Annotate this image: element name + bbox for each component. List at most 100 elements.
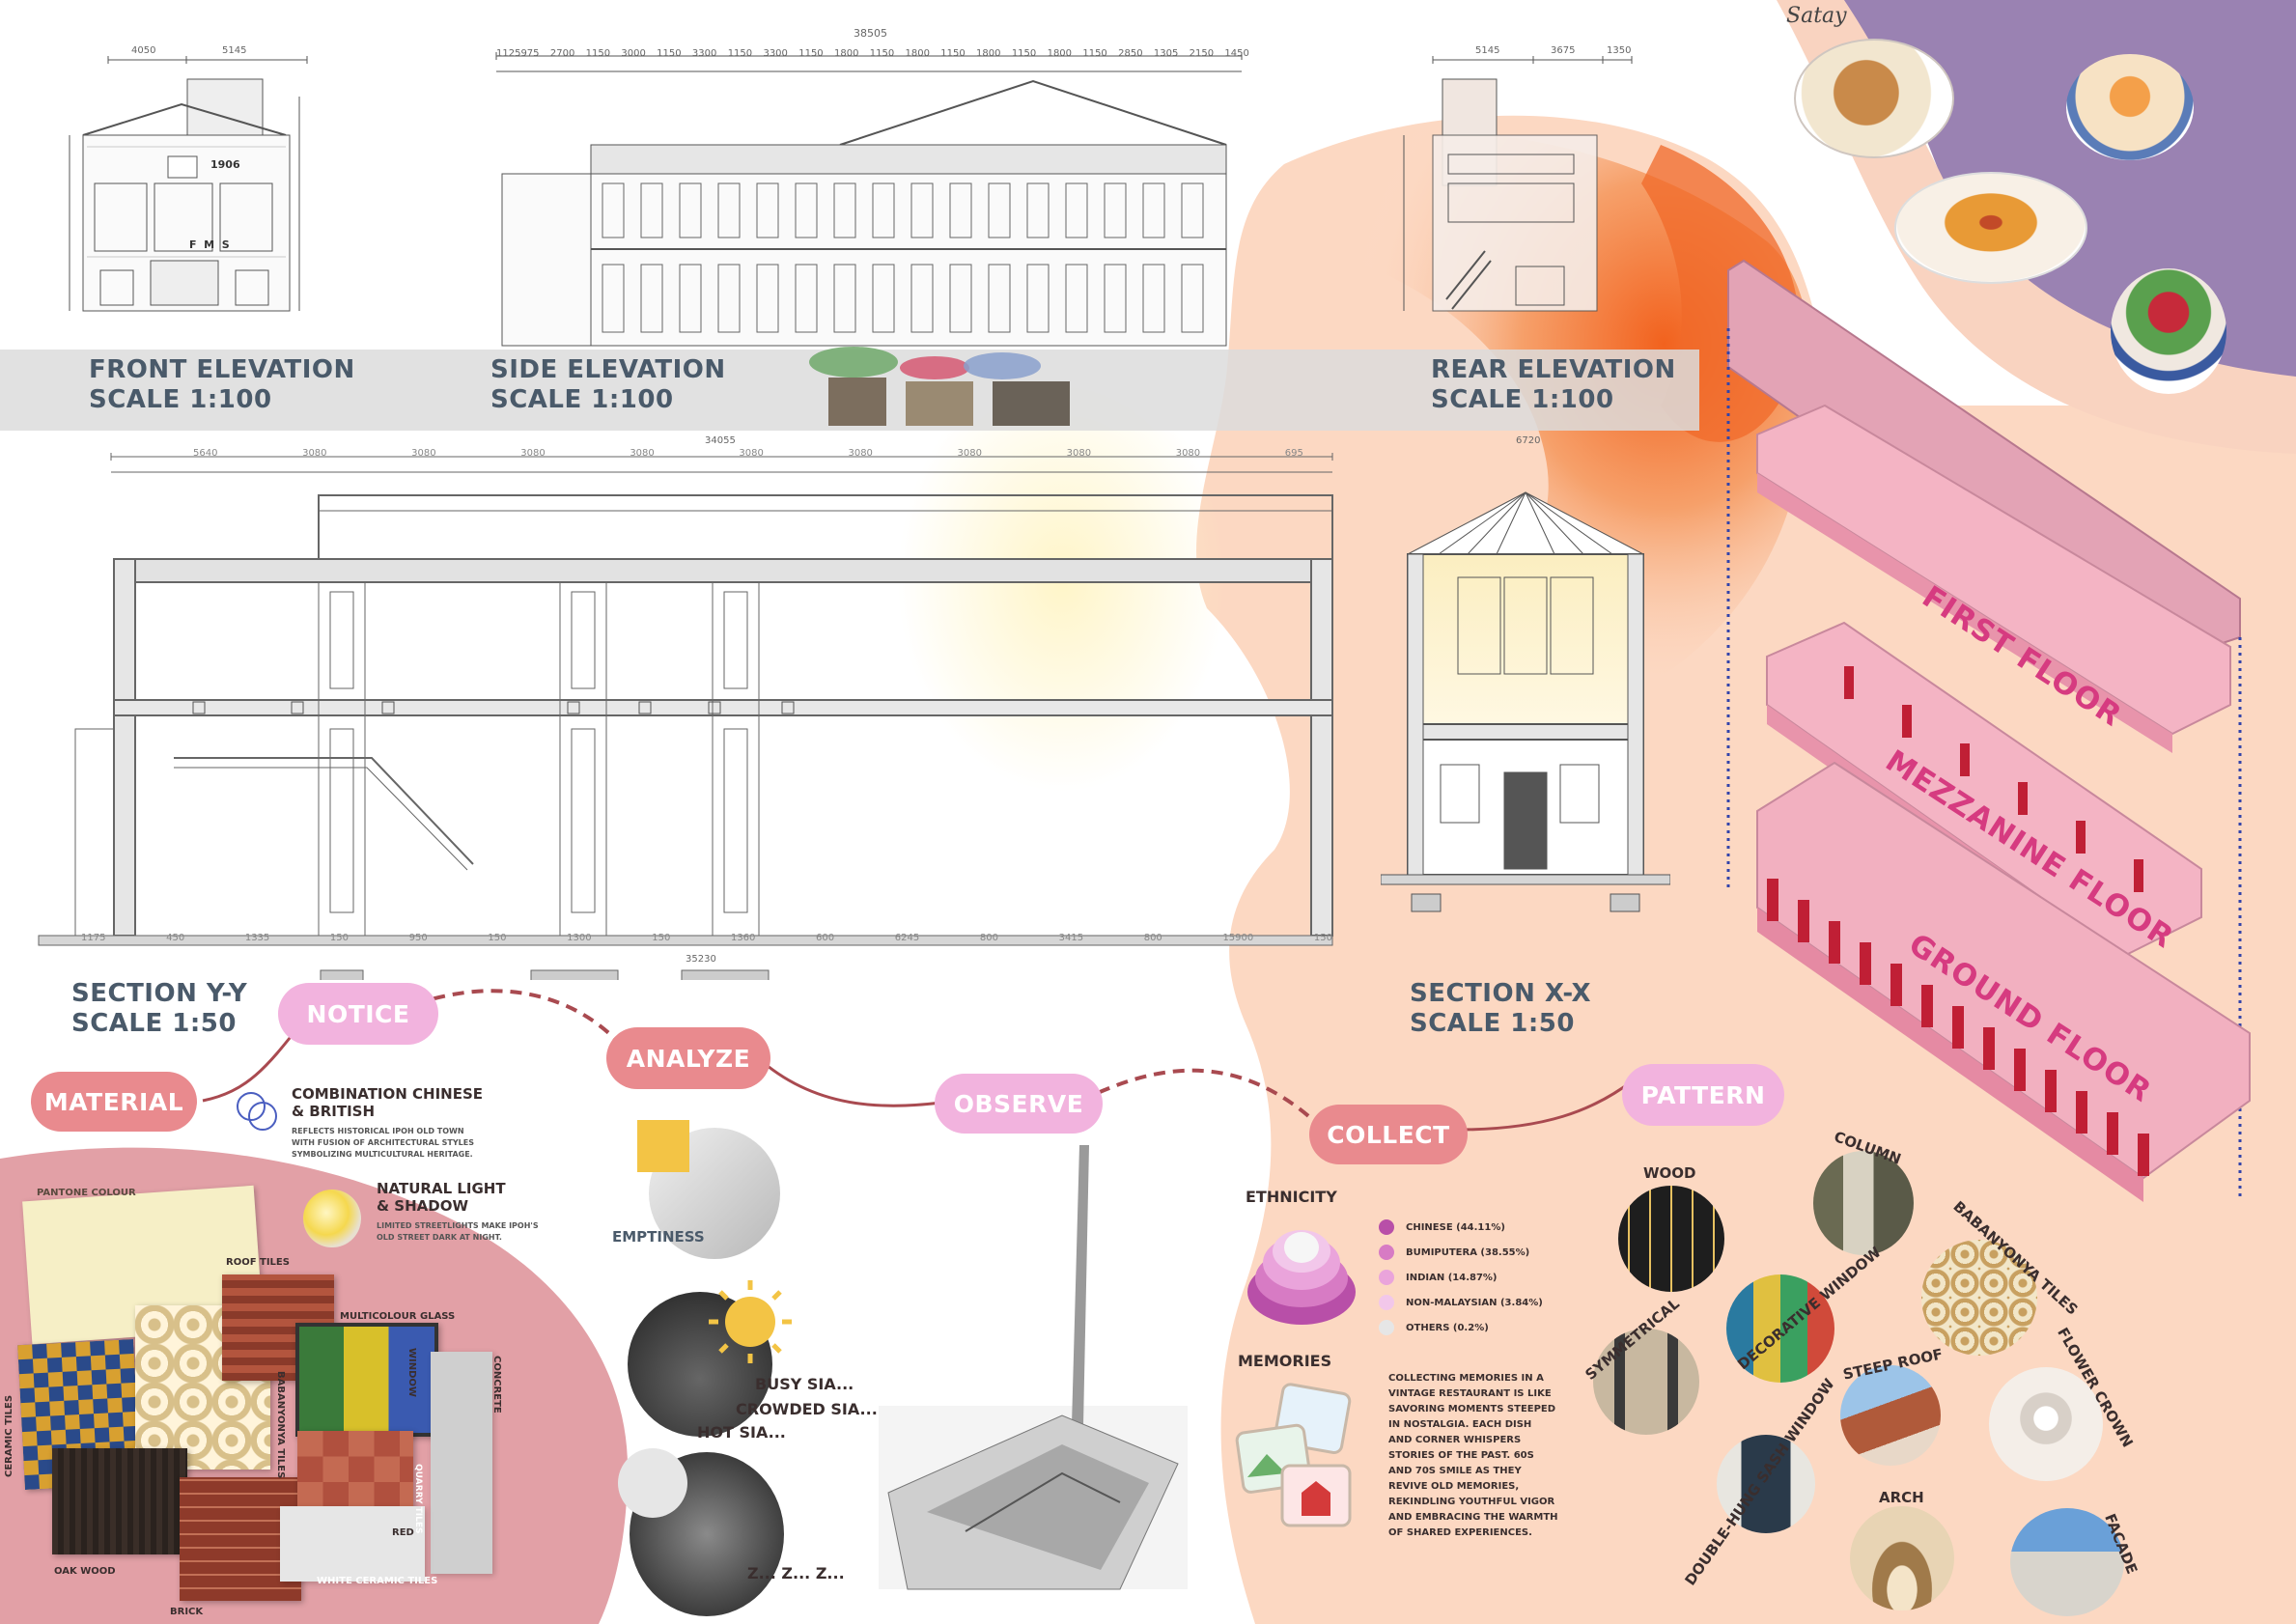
multicolour-glass-sample [295,1323,438,1437]
concrete-label: CONCRETE [491,1356,502,1414]
side-window [717,182,741,238]
ground-column [1860,942,1871,985]
side-elevation-dim: 1150 [940,48,966,59]
memories-title: MEMORIES [1238,1352,1332,1370]
legend-label: INDIAN (14.87%) [1406,1272,1498,1283]
ethnicity-legend-item: CHINESE (44.11%) [1379,1215,1543,1240]
section-yy-dim: 800 [1143,933,1162,943]
section-yy-dim: 450 [166,933,185,943]
ground-column [1767,879,1778,921]
emptiness-label: EMPTINESS [612,1228,705,1246]
section-yy-dim: 950 [408,933,428,943]
venn-icon [237,1092,277,1131]
side-window [679,182,702,238]
side-window [910,264,934,333]
side-window [872,264,895,333]
notice-text-2: LIMITED STREETLIGHTS MAKE IPOH'S OLD STR… [377,1221,539,1242]
section-xx-drawing [1381,491,1670,912]
side-window [1181,182,1204,238]
rear-dim-1: 5145 [1475,45,1500,56]
ground-column [2014,1049,2026,1091]
side-elevation-dim: 3000 [621,48,646,59]
legend-dot-icon [1379,1219,1394,1235]
legend-label: NON-MALAYSIAN (3.84%) [1406,1297,1543,1308]
steep-roof-photo [1840,1365,1941,1466]
symmetrical-photo [1593,1329,1699,1435]
side-elevation-dim: 3300 [763,48,788,59]
ground-column [1829,921,1840,964]
front-dim-1: 4050 [131,45,156,56]
side-window [640,182,663,238]
front-elevation-drawing [69,56,308,312]
front-elevation-scale: SCALE 1:100 [89,385,272,414]
side-window [833,182,856,238]
notice-text-1: REFLECTS HISTORICAL IPOH OLD TOWN WITH F… [292,1127,474,1159]
mezzanine-column [2018,782,2028,815]
section-yy-dim: 695 [1284,448,1303,459]
collect-pill[interactable]: COLLECT [1309,1105,1468,1164]
street-vendors-photo [809,343,1089,432]
side-window [1104,264,1127,333]
side-elevation-dim: 1800 [905,48,930,59]
concrete-sample [431,1352,492,1574]
babanyonya-label: BABANYONYA TILES [275,1371,286,1479]
side-window [756,182,779,238]
rear-dim-3: 1350 [1607,45,1632,56]
section-yy-dim: 3080 [411,448,436,459]
pattern-pill[interactable]: PATTERN [1622,1064,1784,1126]
notice-pill[interactable]: NOTICE [278,983,438,1045]
ethnicity-legend-item: OTHERS (0.2%) [1379,1315,1543,1340]
material-pill[interactable]: MATERIAL [31,1072,197,1132]
side-elevation-dim: 1800 [833,48,859,59]
axonometric-model [1726,259,2251,1202]
babanyonya-pattern-photo [1921,1240,2037,1356]
wood-label: WOOD [1643,1164,1696,1182]
section-xx-label: SECTION X-X [1410,979,1592,1008]
side-elevation-dim: 1450 [1224,48,1249,59]
sleepy-label: Z... Z... Z... [747,1564,845,1582]
side-window [679,264,702,333]
ethnicity-legend-item: BUMIPUTERA (38.55%) [1379,1240,1543,1265]
ethnicity-title: ETHNICITY [1246,1188,1337,1206]
side-window [756,264,779,333]
section-yy-dim: 1360 [730,933,756,943]
mezzanine-column [1844,666,1854,699]
section-yy-dim: 150 [329,933,350,943]
front-year-label: 1906 [210,158,240,171]
section-yy-scale: SCALE 1:50 [71,1009,237,1038]
mezzanine-column [1902,705,1912,738]
section-yy-dim: 3080 [957,448,982,459]
analyze-pill[interactable]: ANALYZE [606,1027,770,1089]
legend-dot-icon [1379,1270,1394,1285]
beam-mark [781,701,795,714]
oak-wood-sample [52,1448,187,1554]
section-yy-top-dim: 34055 [705,435,736,446]
legend-label: BUMIPUTERA (38.55%) [1406,1246,1530,1258]
observe-pill[interactable]: OBSERVE [935,1074,1103,1134]
arch-photo [1850,1506,1954,1610]
side-window [988,182,1011,238]
beam-mark [708,701,721,714]
beam-mark [638,701,652,714]
front-elevation-title: FRONT ELEVATION SCALE 1:100 [89,355,355,415]
ethnicity-legend-item: INDIAN (14.87%) [1379,1265,1543,1290]
cendol-bowl [2066,54,2194,160]
ground-column [2107,1112,2118,1155]
side-elevation-dim: 1150 [1082,48,1107,59]
side-window [640,264,663,333]
side-window [949,264,972,333]
section-yy-dim: 15900 [1222,933,1254,943]
side-elevation-dim: 1150 [798,48,824,59]
ethnicity-legend: CHINESE (44.11%) BUMIPUTERA (38.55%) INDIA… [1379,1215,1543,1340]
side-window [1142,182,1165,238]
side-window [910,182,934,238]
caramel-custard [1894,172,2087,284]
section-yy-dim: 3080 [848,448,873,459]
section-yy-dim: 3080 [1175,448,1201,459]
ground-column [2045,1070,2057,1112]
side-window [1026,264,1050,333]
legend-dot-icon [1379,1320,1394,1335]
moon-icon [618,1448,687,1518]
side-window [1065,182,1088,238]
section-yy-total-dim: 35230 [686,954,716,965]
